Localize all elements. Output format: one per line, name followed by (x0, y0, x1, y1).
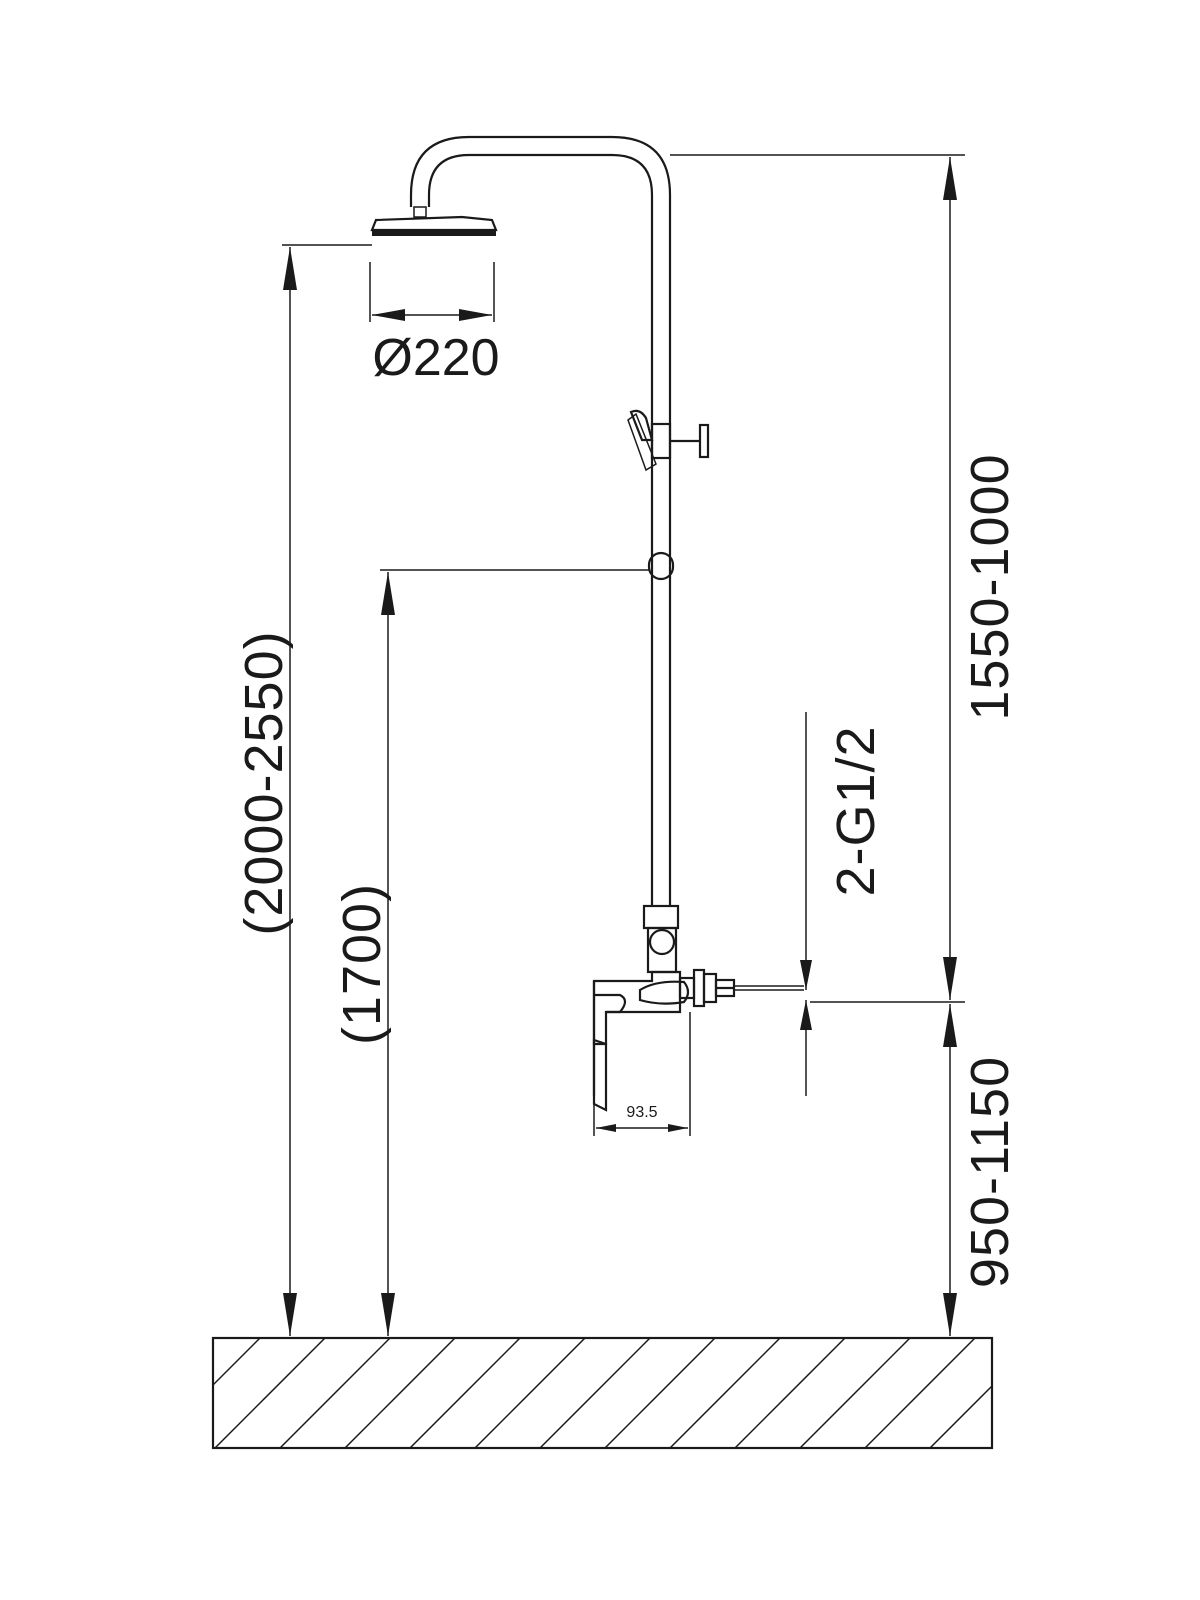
riser-length-label: 1550-1000 (960, 453, 1020, 720)
mixer-depth-dimension (593, 1012, 691, 1136)
rain-shower-head (369, 206, 498, 322)
mixer-depth-label: 93.5 (626, 1104, 657, 1121)
head-diameter-label: Ø220 (372, 329, 499, 387)
mixer-height-dimension (810, 1001, 965, 1336)
slider-height-label: (1700) (332, 883, 392, 1045)
riser-length-dimension (670, 154, 965, 1000)
slider-height-dimension (380, 569, 649, 1336)
total-height-label: (2000-2550) (234, 630, 294, 935)
slider-knob (647, 551, 675, 581)
inlet-thread-label: 2-G1/2 (826, 725, 886, 896)
hand-shower-holder (627, 409, 710, 472)
total-height-dimension (282, 244, 372, 1336)
inlet-thread-leader (800, 712, 812, 1096)
shower-riser-pipe (409, 135, 672, 906)
floor-hatch (211, 1336, 994, 1450)
mixer-height-label: 950-1150 (960, 1056, 1020, 1288)
mixer-valve (592, 904, 804, 1112)
